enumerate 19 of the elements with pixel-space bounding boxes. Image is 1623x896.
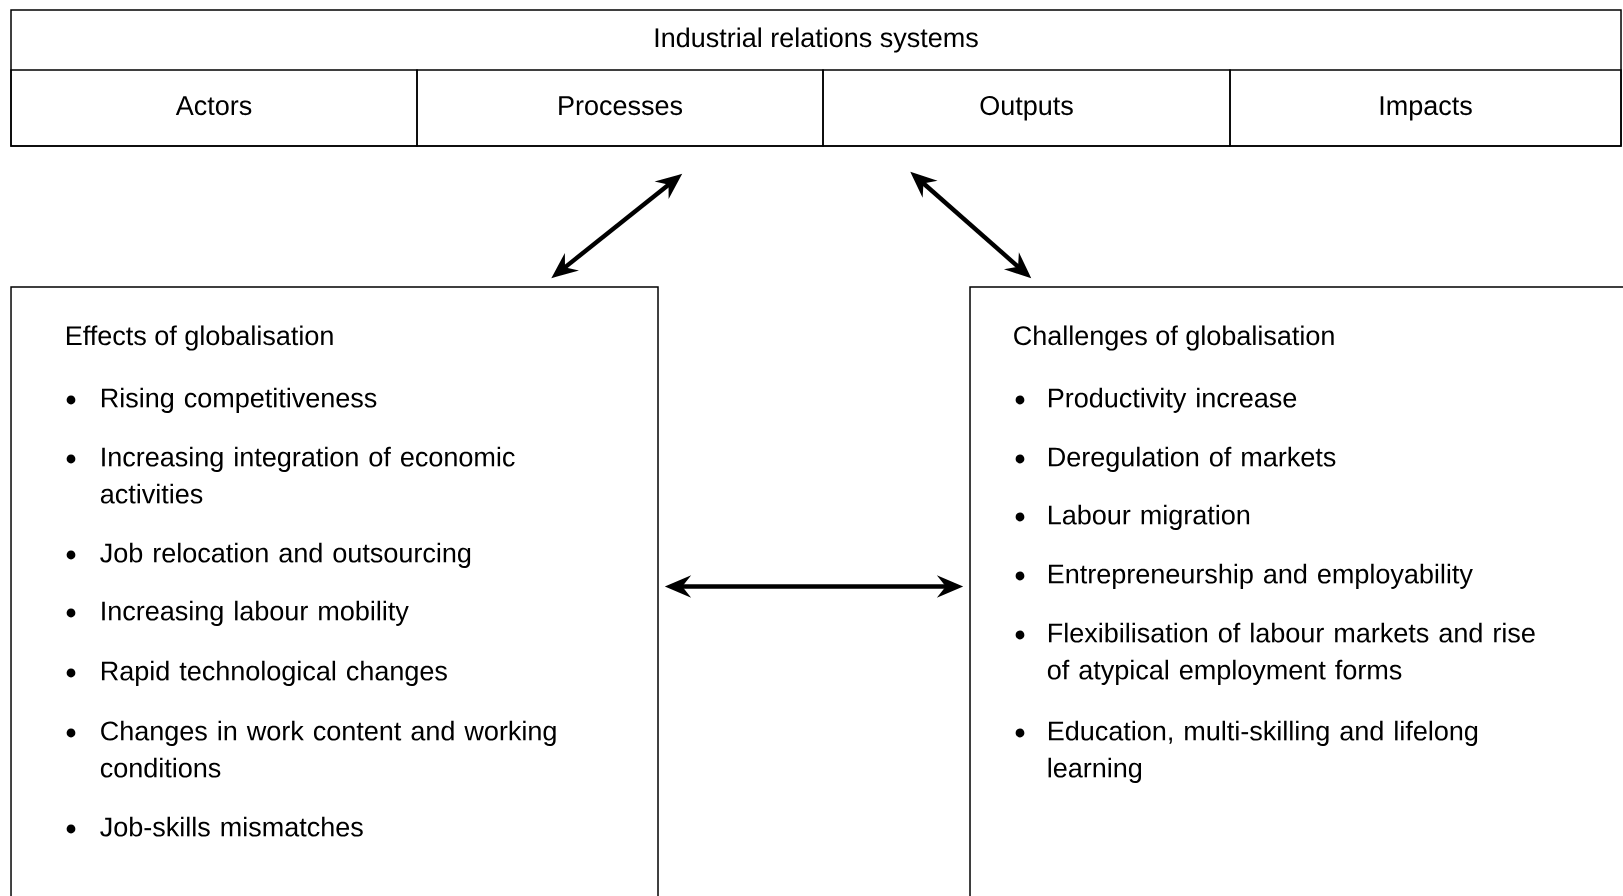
bullet-item: Flexibilisation of labour markets and rise of atypical employment forms [1047,622,1535,685]
table-cell: Impacts [1229,69,1622,147]
bullet-item: Increasing integration of economic activities [100,446,515,504]
bullet-item: Rising competitiveness [102,387,377,413]
bullet-item: Job relocation and outsourcing [100,542,471,568]
bullet-item: Job-skills mismatches [100,816,363,837]
table-cell: Outputs [822,69,1231,147]
bullet-item: Entrepreneurship and employability [1049,563,1473,589]
bullet-item: Changes in work content and working conditions [100,720,556,778]
table-cell: Processes [416,69,824,147]
bullet-item: Deregulation of markets [1049,446,1336,472]
panel-heading: Challenges of globalisation [1014,325,1334,351]
bullet-item: Increasing labour mobility [102,600,409,626]
table-cell: Actors [10,69,418,147]
panel-heading: Effects of globalisation [67,325,333,351]
bullet-item: Education, multi-skilling and lifelong learning [1048,720,1478,783]
bullet-item: Labour migration [1049,504,1250,530]
bullet-item: Rapid technological changes [102,660,447,686]
bullet-item: Productivity increase [1049,387,1297,413]
